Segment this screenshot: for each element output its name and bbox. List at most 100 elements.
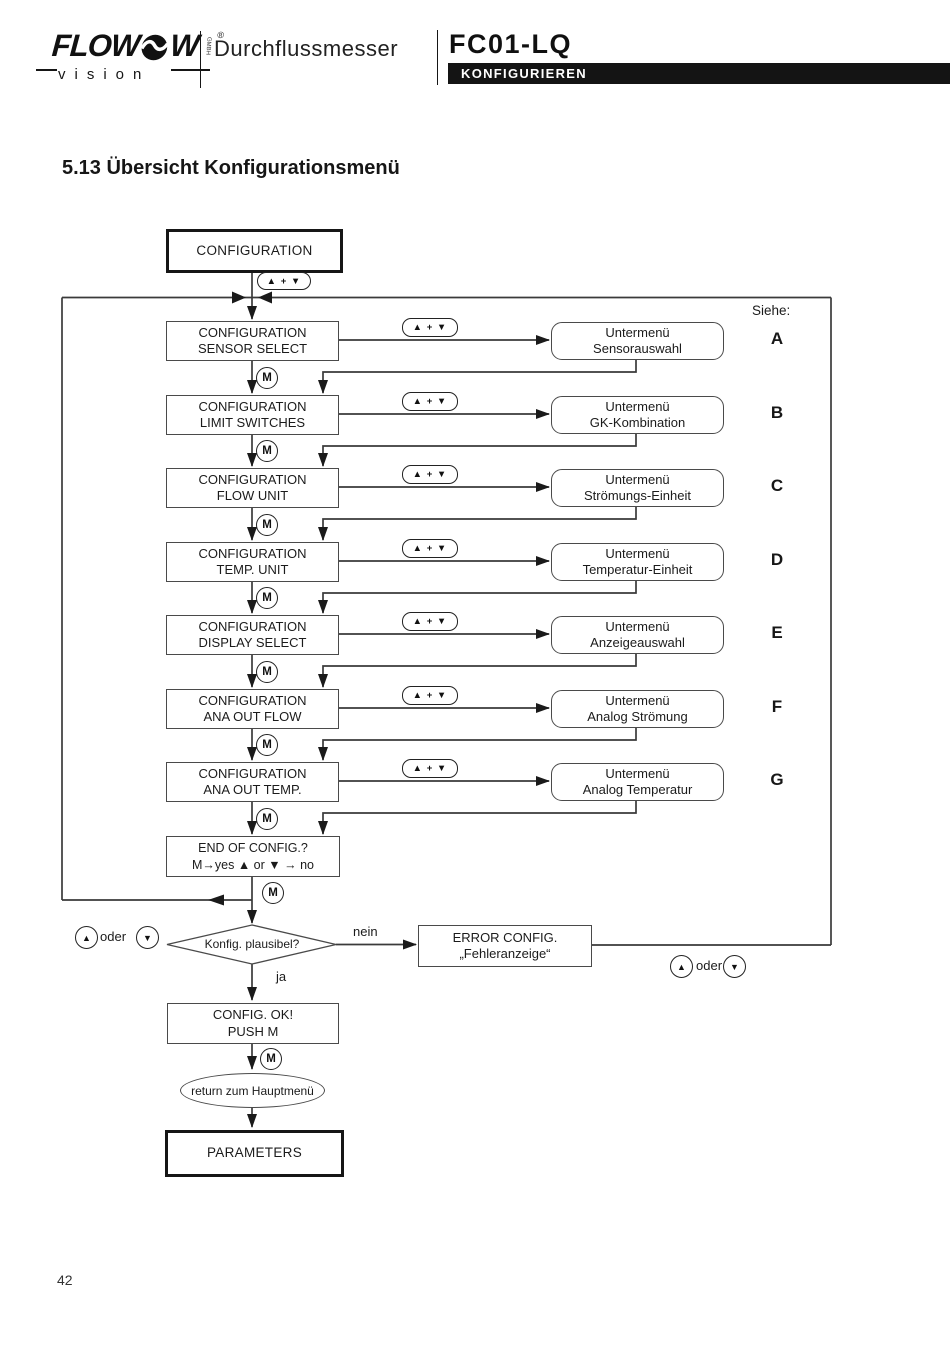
- step-box-ana-out-flow: CONFIGURATION ANA OUT FLOW: [166, 689, 339, 729]
- ref-letter-a: A: [770, 329, 784, 348]
- updown-keys-pill: ▲ + ▼: [402, 612, 458, 631]
- step-line1: CONFIGURATION: [198, 471, 307, 487]
- step-box-display-select: CONFIGURATION DISPLAY SELECT: [166, 615, 339, 655]
- menu-key-m: M: [256, 367, 278, 389]
- submenu-line2: Analog Temperatur: [582, 782, 693, 797]
- step-line2: SENSOR SELECT: [197, 341, 308, 356]
- updown-keys-pill: ▲ + ▼: [402, 686, 458, 705]
- step-line2: LIMIT SWITCHES: [199, 415, 306, 430]
- brand-gmbh-text: GMBH: [203, 37, 212, 55]
- menu-key-m: M: [262, 882, 284, 904]
- ref-letter-e: E: [771, 623, 783, 642]
- submenu-line1: Untermenü: [605, 471, 670, 487]
- end-box-line1: END OF CONFIG.?: [198, 841, 308, 855]
- step-box-limit-switches: CONFIGURATION LIMIT SWITCHES: [166, 395, 339, 435]
- step-line1: CONFIGURATION: [198, 398, 307, 414]
- updown-keys-pill: ▲ + ▼: [402, 539, 458, 558]
- brand-vision-text: vision: [58, 66, 151, 83]
- start-box-configuration: CONFIGURATION: [166, 229, 343, 273]
- ok-line1: CONFIG. OK!: [212, 1007, 294, 1022]
- step-line1: CONFIGURATION: [198, 618, 307, 634]
- submenu-box-analog-temperatur: Untermenü Analog Temperatur: [551, 763, 724, 801]
- submenu-line2: Sensorauswahl: [593, 341, 682, 356]
- or-label: oder: [100, 929, 127, 944]
- return-hauptmenu-node: return zum Hauptmenü: [180, 1073, 325, 1108]
- updown-keys-pill: ▲ + ▼: [402, 318, 458, 337]
- step-line1: CONFIGURATION: [198, 765, 307, 781]
- down-key-icon: ▼: [723, 955, 746, 978]
- end-of-config-box: END OF CONFIG.? M→yes ▲ or ▼ → no: [166, 836, 340, 877]
- step-line2: TEMP. UNIT: [216, 562, 289, 577]
- step-line2: DISPLAY SELECT: [198, 635, 307, 650]
- step-line2: FLOW UNIT: [216, 488, 289, 503]
- end-box-line2: M→yes ▲ or ▼ → no: [192, 857, 314, 872]
- submenu-line1: Untermenü: [605, 692, 670, 708]
- step-box-sensor-select: CONFIGURATION SENSOR SELECT: [166, 321, 339, 361]
- submenu-line1: Untermenü: [605, 618, 670, 634]
- model-number: FC01-LQ: [449, 29, 573, 59]
- section-title: 5.13 Übersicht Konfigurationsmenü: [62, 157, 400, 179]
- menu-key-m: M: [256, 440, 278, 462]
- submenu-line1: Untermenü: [605, 398, 670, 414]
- submenu-line2: GK-Kombination: [589, 415, 686, 430]
- submenu-line2: Anzeigeauswahl: [590, 635, 685, 650]
- submenu-box-analog-stroemung: Untermenü Analog Strömung: [551, 690, 724, 728]
- menu-key-m: M: [256, 587, 278, 609]
- submenu-line2: Analog Strömung: [587, 709, 688, 724]
- parameters-box: PARAMETERS: [165, 1130, 344, 1177]
- updown-keys-pill: ▲ + ▼: [257, 272, 311, 290]
- parameters-label: PARAMETERS: [206, 1145, 302, 1161]
- step-box-temp-unit: CONFIGURATION TEMP. UNIT: [166, 542, 339, 582]
- submenu-line1: Untermenü: [605, 545, 670, 561]
- decision-no-label: nein: [353, 924, 378, 939]
- submenu-box-stroemungs-einheit: Untermenü Strömungs-Einheit: [551, 469, 724, 507]
- step-line2: ANA OUT FLOW: [203, 709, 302, 724]
- step-line1: CONFIGURATION: [198, 545, 307, 561]
- up-key-icon: ▲: [75, 926, 98, 949]
- ref-letter-d: D: [770, 550, 784, 569]
- step-box-flow-unit: CONFIGURATION FLOW UNIT: [166, 468, 339, 508]
- error-line2: „Fehleranzeige“: [459, 946, 551, 961]
- menu-key-m: M: [256, 661, 278, 683]
- submenu-box-sensorauswahl: Untermenü Sensorauswahl: [551, 322, 724, 360]
- decision-yes-label: ja: [276, 969, 287, 984]
- updown-keys-pill: ▲ + ▼: [402, 465, 458, 484]
- section-banner-text: KONFIGURIEREN: [461, 66, 587, 81]
- step-line2: ANA OUT TEMP.: [203, 782, 302, 797]
- return-label: return zum Hauptmenü: [191, 1083, 314, 1098]
- updown-keys-pill: ▲ + ▼: [402, 392, 458, 411]
- submenu-line1: Untermenü: [605, 765, 670, 781]
- ref-letter-g: G: [770, 770, 784, 789]
- start-box-label: CONFIGURATION: [196, 242, 313, 258]
- up-key-icon: ▲: [670, 955, 693, 978]
- page-number: 42: [57, 1272, 73, 1288]
- flow-wave-icon: [140, 34, 170, 60]
- updown-keys-pill: ▲ + ▼: [402, 759, 458, 778]
- ref-letter-b: B: [770, 403, 784, 422]
- updown-keys-label: ▲ + ▼: [266, 275, 302, 287]
- brand-logo: FLOW W GMBH ®: [51, 28, 224, 64]
- logo-tick-right: [171, 69, 210, 71]
- or-label: oder: [696, 958, 723, 973]
- step-line1: CONFIGURATION: [198, 324, 307, 340]
- product-type: Durchflussmesser: [214, 36, 399, 61]
- header-divider-1: [200, 31, 201, 88]
- menu-key-m: M: [260, 1048, 282, 1070]
- submenu-line1: Untermenü: [605, 324, 670, 340]
- decision-question: Konfig. plausibel?: [204, 937, 300, 951]
- submenu-line2: Temperatur-Einheit: [582, 562, 693, 577]
- submenu-line2: Strömungs-Einheit: [584, 488, 691, 503]
- menu-key-m: M: [256, 734, 278, 756]
- down-key-icon: ▼: [136, 926, 159, 949]
- logo-tick-left: [36, 69, 57, 71]
- see-label: Siehe:: [752, 303, 791, 318]
- menu-key-m: M: [256, 808, 278, 830]
- step-line1: CONFIGURATION: [198, 692, 307, 708]
- header-divider-2: [437, 30, 438, 85]
- submenu-box-temperatur-einheit: Untermenü Temperatur-Einheit: [551, 543, 724, 581]
- submenu-box-gk-kombination: Untermenü GK-Kombination: [551, 396, 724, 434]
- error-config-box: ERROR CONFIG. „Fehleranzeige“: [418, 925, 592, 967]
- brand-flow-text: FLOW: [50, 28, 141, 63]
